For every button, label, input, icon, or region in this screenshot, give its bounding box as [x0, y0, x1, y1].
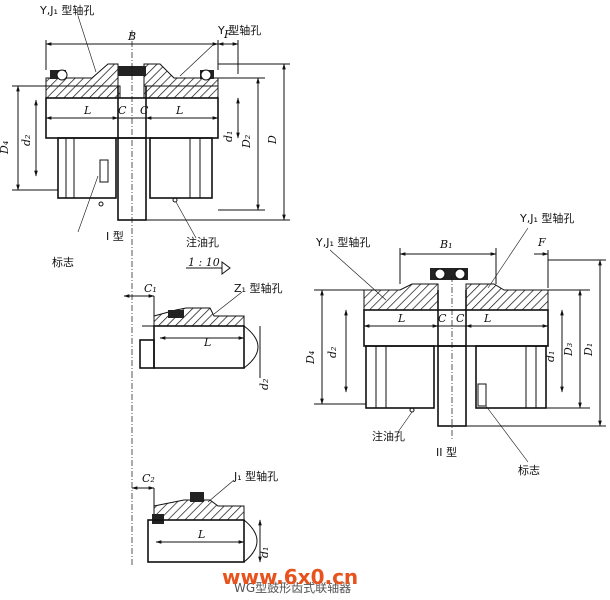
dim-C1-mid: C₁: [144, 282, 157, 295]
oil-hole-label: 注油孔: [186, 235, 219, 249]
dim-d1-bottom: d₁: [258, 547, 271, 558]
dim-F-right: F: [537, 236, 546, 249]
type-two-labels: Y,J₁ 型轴孔 Y,J₁ 型轴孔 B₁ F L C C L D₄ d₂ d₁ …: [304, 211, 595, 477]
dim-D1: D₁: [582, 343, 595, 357]
z1-bore-labels: 1 : 10 Z₁ 型轴孔 C₁ L d₂: [144, 256, 282, 390]
shaft-hole-label: Y,J₁ 型轴孔: [39, 3, 94, 17]
dim-B1: B₁: [439, 238, 453, 251]
dim-D3: D₃: [562, 343, 575, 357]
type-two-label: II 型: [436, 445, 457, 459]
dim-d2: d₂: [20, 135, 33, 146]
type-one-label: I 型: [106, 229, 124, 243]
dim-d1: d₁: [222, 131, 235, 142]
shaft-hole-label-right: Y,J₁ 型轴孔: [519, 211, 574, 225]
figure-caption: WG型鼓形齿式联轴器: [234, 580, 351, 595]
dim-C-left-right: C: [438, 312, 447, 325]
marker-label-right: 标志: [518, 463, 540, 477]
dim-C2-bottom: C₂: [142, 472, 155, 485]
type-two-view: [314, 227, 606, 463]
dim-d2-right: d₂: [326, 347, 339, 358]
dim-D4-right: D₄: [304, 351, 317, 365]
dim-L-bottom: L: [197, 528, 205, 541]
dim-dz-mid: d₂: [258, 379, 271, 390]
oil-hole-label-right: 注油孔: [372, 429, 405, 443]
type-one-view: [12, 15, 290, 239]
j1-hole-label: J₁ 型轴孔: [233, 469, 278, 483]
shaft-hole-label-left: Y,J₁ 型轴孔: [315, 235, 370, 249]
dim-D: D: [266, 135, 279, 145]
dim-C-right-right: C: [456, 312, 465, 325]
dim-F: F: [223, 28, 232, 41]
taper-label: 1 : 10: [188, 256, 220, 269]
dim-L-left: L: [83, 104, 91, 117]
watermark: www.6x0.cn: [222, 565, 358, 589]
dim-L-mid: L: [203, 336, 211, 349]
z1-hole-label: Z₁ 型轴孔: [234, 281, 282, 295]
dim-D4: D₄: [0, 141, 11, 155]
dim-L-right: L: [175, 104, 183, 117]
dim-C-left: C: [118, 104, 127, 117]
type-one-labels: Y,J₁ 型轴孔 Y 型轴孔 B F L C C L D₄ d₂ d₁ D₂ D…: [0, 3, 279, 269]
dim-d1-right: d₁: [544, 351, 557, 362]
y-hole-label: Y 型轴孔: [217, 23, 261, 37]
j1-bore-labels: J₁ 型轴孔 C₂ L d₁: [142, 469, 278, 558]
marker-label: 标志: [52, 255, 74, 269]
z1-bore-view: [123, 228, 261, 378]
dim-L-right-right: L: [483, 312, 491, 325]
dim-D2: D₂: [240, 135, 253, 149]
dim-L-left-right: L: [397, 312, 405, 325]
dim-C-right: C: [140, 104, 149, 117]
j1-bore-view: [131, 372, 262, 566]
dim-B: B: [127, 30, 136, 43]
